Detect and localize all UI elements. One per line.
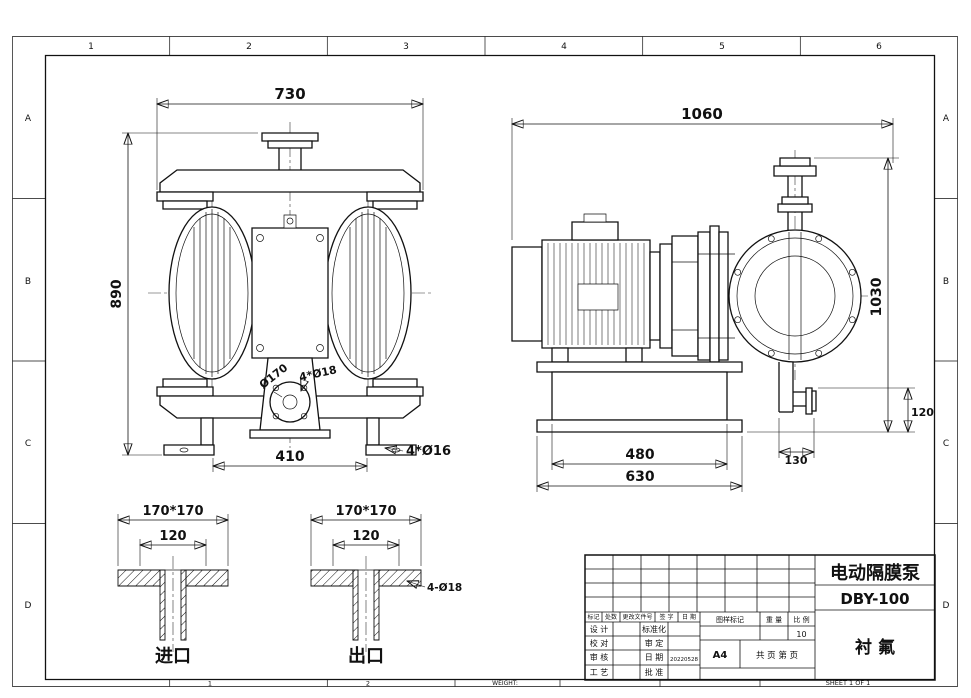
zone-row-a-left: A [25,114,32,124]
zone-col-2: 2 [246,42,252,52]
front-pump-body [252,215,328,358]
label-approve-review: 审 定 [645,638,664,648]
outlet-note-holes: 4-Ø18 [407,581,462,594]
pump-chamber-circle [729,230,861,362]
label-standardization: 标准化 [642,624,666,634]
zone-row-d-right: D [943,601,950,611]
inlet-detail: 170*170 120 进口 [118,504,228,667]
dim-730-text: 730 [274,85,305,103]
dim-480-text: 480 [625,447,654,463]
side-dim-130: 130 [779,418,814,467]
side-base [537,362,742,432]
zone-col-3: 3 [403,42,409,52]
value-scale: 10 [796,630,806,639]
inlet-dim-120: 120 [140,529,206,566]
side-dim-480: 480 [552,424,727,470]
front-top-manifold [160,170,420,192]
side-dim-120: 120 [818,388,934,432]
zone-row-a-right: A [943,114,950,124]
label-approve: 批 准 [645,667,664,677]
label-pages: 共 页 第 页 [756,650,798,661]
dim-1030-text: 1030 [869,277,885,316]
value-date: 20220528 [670,657,698,663]
note-4-18-text: 4-Ø18 [427,582,462,594]
motor-nameplate [578,284,618,310]
coupling-bracket [650,226,735,362]
side-dim-1030: 1030 [747,158,915,432]
rev-header-count: 处数 [605,613,617,621]
zone-col-5: 5 [719,42,725,52]
note-4x16-text: 4*Ø16 [406,444,451,459]
label-review: 审 核 [590,652,609,662]
stamp-header-scale: 比 例 [793,615,809,624]
stamp-header-mark: 图样标记 [716,615,744,624]
zone-row-b-right: B [943,277,949,287]
outlet-dim-120-text: 120 [352,529,379,544]
side-drain-pipe [779,362,816,414]
stamp-header-weight: 重 量 [766,616,782,624]
inlet-dim-170-text: 170*170 [142,504,203,519]
dim-890-text: 890 [109,279,125,308]
inlet-label: 进口 [155,646,191,667]
zone-col-4: 4 [561,42,567,52]
motor [512,214,650,362]
footer-weight-label: WEIGHT: [492,680,518,687]
side-view: 1060 1030 120 130 480 630 [512,105,934,492]
front-bottom-end-flanges [157,379,423,396]
front-dim-890: 890 [109,133,258,455]
zone-row-d-left: D [25,601,32,611]
revision-header-row: 标记 处数 更改文件号 签 字 日 期 [587,612,696,622]
rev-header-docno: 更改文件号 [622,613,652,621]
stamp-block: 图样标记 重 量 比 例 10 A4 共 页 第 页 [700,612,815,668]
rev-header-sign: 签 字 [660,613,674,621]
outlet-label: 出口 [348,645,384,667]
label-process: 工 艺 [590,668,609,677]
outlet-dim-170-text: 170*170 [335,504,396,519]
motor-terminal-box [572,222,618,240]
label-date: 日 期 [645,653,664,662]
outlet-detail: 170*170 120 4-Ø18 出口 [311,504,462,667]
dim-1060-text: 1060 [681,105,723,123]
zone-row-c-left: C [25,439,31,449]
revision-grid [585,555,815,612]
rev-header-mark: 标记 [587,613,599,621]
front-top-end-flanges [157,192,423,209]
zone-row-b-left: B [25,277,31,287]
side-dim-630: 630 [537,436,742,492]
label-design: 设 计 [590,624,609,634]
inlet-dim-120-text: 120 [159,529,186,544]
rev-header-date: 日 期 [682,613,696,621]
dim-410-text: 410 [275,449,304,465]
zone-col-6: 6 [876,42,882,52]
front-left-chamber [169,207,255,379]
sheet-frame: 1 2 3 4 5 6 A B C D A B C D 1 2 WEIGHT: … [13,37,958,688]
outlet-dim-170x170: 170*170 [311,504,421,566]
zone-row-c-right: C [943,439,949,449]
front-view: 730 890 410 4*Ø16 Ø170 4*Ø18 [109,85,451,472]
footer-zone-2: 2 [366,680,370,688]
title-model: DBY-100 [840,590,909,608]
zone-col-1: 1 [88,42,94,52]
dim-120-text: 120 [911,406,934,419]
label-check: 校 对 [590,638,609,648]
value-paper-size: A4 [713,650,728,661]
outlet-dim-120: 120 [333,529,399,566]
footer-zone-1: 1 [208,680,212,688]
front-right-chamber [325,207,411,379]
front-dim-730: 730 [157,85,423,190]
front-dim-410: 410 [213,449,367,472]
dim-130-text: 130 [785,454,808,467]
dim-630-text: 630 [625,469,654,485]
personnel-rows: 设 计 校 对 审 核 工 艺 标准化 审 定 日 期 批 准 20220528 [585,622,700,680]
title-product-name: 电动隔膜泵 [830,562,920,584]
footer-sheet-label: SHEET 1 OF 1 [826,679,871,687]
inlet-dim-170x170: 170*170 [118,504,228,566]
title-block: 电动隔膜泵 DBY-100 衬 氟 标记 处数 更改文件号 签 字 日 期 [585,555,935,680]
front-top-flange [262,133,318,170]
front-note-foot-holes: 4*Ø16 [385,444,451,459]
title-material: 衬 氟 [855,637,895,658]
side-dim-1060: 1060 [512,105,893,240]
side-top-pipe [774,158,816,231]
